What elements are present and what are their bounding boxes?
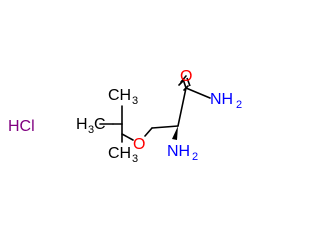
ether-oxygen-label: O <box>133 136 145 153</box>
ch2-oxygen-bond <box>144 127 153 137</box>
amide-nitrogen-label: NH <box>210 91 233 108</box>
structure-diagram: O NH 2 NH 2 O CH 3 H 3 C CH 3 HCl <box>8 68 242 165</box>
alpha-ch2-bond <box>151 125 179 129</box>
amine-nitrogen-subscript: 2 <box>192 151 198 163</box>
left-methyl-c-label: C <box>94 116 106 133</box>
hydrochloride-label: HCl <box>8 118 35 135</box>
top-methyl-subscript: 3 <box>132 95 138 107</box>
left-methyl-subscript: 3 <box>88 124 94 136</box>
carbonyl-double <box>182 77 191 89</box>
stereo-wedge-bond <box>172 126 178 140</box>
left-methyl-h-label: H <box>76 116 88 133</box>
bonds <box>99 75 211 143</box>
amide-c-n-bond <box>185 87 211 99</box>
amine-nitrogen-label: NH <box>167 143 190 160</box>
carbonyl-alpha-bond <box>177 87 187 127</box>
bottom-methyl-label: CH <box>108 145 131 162</box>
oxygen-quaternary-bond <box>121 133 134 141</box>
top-methyl-label: CH <box>108 87 131 104</box>
amide-nitrogen-subscript: 2 <box>236 99 242 111</box>
carbonyl-oxygen-label: O <box>180 68 192 85</box>
bottom-methyl-subscript: 3 <box>132 153 138 165</box>
